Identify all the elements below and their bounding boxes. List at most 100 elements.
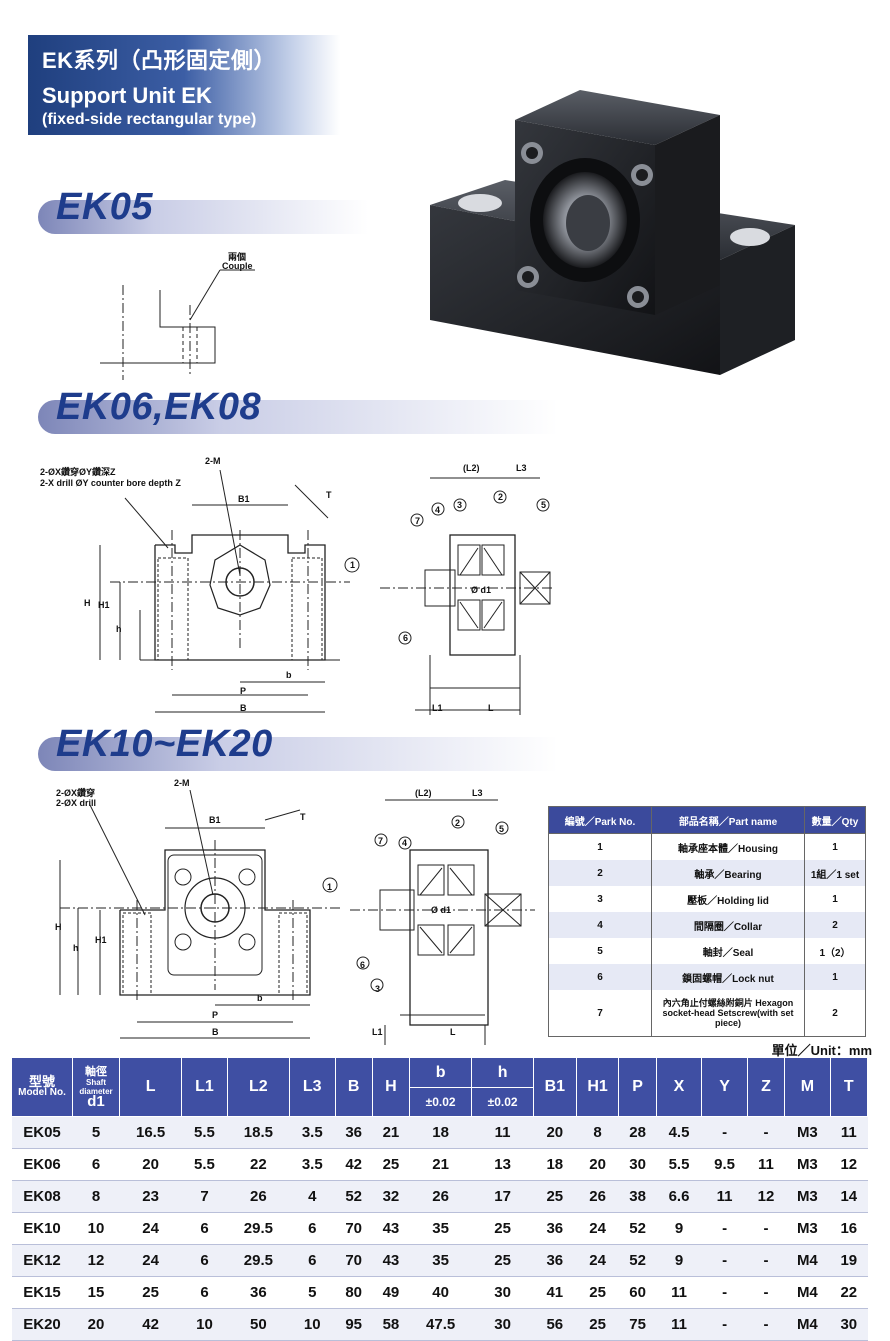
ek10-callout-6: 6 [360,960,366,970]
ek05-drawing [100,269,255,380]
spec-header-model: 型號 Model No. [11,1057,73,1117]
spec-value-cell: 13 [471,1148,534,1181]
ek06-hs: h [116,624,122,634]
parts-qty-cell: 2 [804,912,866,938]
ek10-l1: L1 [372,1027,383,1037]
ek06-callout-6: 6 [403,633,409,643]
spec-header-Y: Y [701,1057,748,1117]
section-ek10-title: EK10~EK20 [56,723,273,765]
parts-no-cell: 2 [548,860,652,886]
spec-value-cell: M3 [784,1116,831,1149]
spec-model-cell: EK05 [11,1116,73,1149]
ek05-couple-en: Couple [222,261,253,271]
spec-value-cell: 26 [227,1180,290,1213]
parts-header-row: 編號／Park No. 部品名稱／Part name 數量／Qty [548,806,866,834]
spec-value-cell: 75 [618,1308,657,1341]
ek10-drill-en: 2-ØX drill [56,798,97,808]
spec-value-cell: 35 [409,1244,472,1277]
spec-value-cell: M3 [784,1148,831,1181]
spec-value-cell: 6 [72,1148,120,1181]
spec-value-cell: 24 [576,1212,619,1245]
spec-header-L3: L3 [288,1057,336,1117]
spec-value-cell: - [701,1276,748,1309]
spec-value-cell: 36 [227,1276,290,1309]
parts-header-qty: 數量／Qty [804,806,866,834]
ek06-l: L [488,703,494,713]
ek10-d1: Ø d1 [431,905,452,915]
spec-table: 型號 Model No. 軸徑 Shaft diameter d1 L L1 L… [11,1057,869,1341]
parts-qty-cell: 1 [804,886,866,912]
ek06-d1: Ø d1 [471,585,492,595]
spec-value-cell: 21 [372,1116,410,1149]
spec-value-cell: 11 [830,1116,868,1149]
spec-value-cell: 30 [618,1148,657,1181]
spec-value-cell: 29.5 [227,1212,290,1245]
ek06-h1: H1 [98,600,110,610]
spec-value-cell: 80 [335,1276,373,1309]
ek10-h: H [55,922,62,932]
spec-model-cell: EK06 [11,1148,73,1181]
spec-header-shaft-en: Shaft diameter [79,1078,113,1096]
spec-header-L2: L2 [226,1057,290,1117]
spec-value-cell: 7 [181,1180,228,1213]
spec-model-cell: EK20 [11,1308,73,1341]
spec-header-L1: L1 [181,1057,228,1117]
spec-value-cell: 25 [119,1276,182,1309]
spec-value-cell: 6 [181,1212,228,1245]
spec-tolerance-row: ±0.02 ±0.02 [12,1087,868,1117]
spec-value-cell: 11 [747,1148,785,1181]
parts-header-name: 部品名稱／Part name [651,806,805,834]
spec-value-cell: 60 [618,1276,657,1309]
spec-value-cell: - [747,1244,785,1277]
spec-value-cell: 36 [335,1116,373,1149]
parts-name-cell: 軸承座本體／Housing [651,833,805,860]
spec-value-cell: 25 [372,1148,410,1181]
parts-table: 編號／Park No. 部品名稱／Part name 數量／Qty 1 軸承座本體… [548,806,866,1037]
spec-value-cell: 5.5 [656,1148,702,1181]
spec-value-cell: 6 [181,1276,228,1309]
parts-qty-cell: 1 [804,964,866,990]
spec-value-cell: 22 [830,1276,868,1309]
parts-no-cell: 4 [548,912,652,938]
ek06-b: b [286,670,292,680]
ek06-callout-7: 7 [415,516,421,526]
spec-value-cell: - [701,1212,748,1245]
subtitle: (fixed-side rectangular type) [42,111,257,128]
spec-value-cell: 10 [289,1308,336,1341]
spec-value-cell: - [701,1116,748,1149]
ek10-side-drawing [350,799,535,1045]
spec-header-h: h [471,1057,534,1088]
spec-value-cell: 52 [618,1244,657,1277]
ek06-b1: B1 [238,494,250,504]
spec-model-cell: EK10 [11,1212,73,1245]
spec-value-cell: 10 [72,1212,120,1245]
spec-value-cell: - [747,1276,785,1309]
parts-name-cell: 間隔圈／Collar [651,912,805,938]
spec-value-cell: 32 [372,1180,410,1213]
ek10-l2: (L2) [415,788,432,798]
title-banner: EK系列（凸形固定側） Support Unit EK (fixed-side … [28,35,340,135]
spec-value-cell: 58 [372,1308,410,1341]
parts-name-cell: 壓板／Holding lid [651,886,805,912]
spec-value-cell: 42 [335,1148,373,1181]
ek10-drill-zh: 2-ØX鑽穿 [56,788,96,798]
spec-value-cell: 20 [576,1148,619,1181]
spec-header-Z: Z [746,1057,786,1117]
spec-header-M: M [784,1057,831,1117]
spec-header-B: B [334,1057,373,1117]
spec-value-cell: 4.5 [656,1116,702,1149]
section-ek05: EK05 [38,186,368,234]
ek10-b1: B1 [209,815,221,825]
spec-value-cell: 49 [372,1276,410,1309]
section-ek05-title: EK05 [56,186,154,228]
ek06-front-drawing [99,470,360,713]
spec-value-cell: 20 [119,1148,182,1181]
spec-value-cell: 36 [533,1244,577,1277]
spec-value-cell: 11 [701,1180,748,1213]
parts-name-cell: 內六角止付螺絲附銅片 Hexagon socket-head Setscrew(… [651,990,805,1037]
spec-value-cell: - [747,1116,785,1149]
